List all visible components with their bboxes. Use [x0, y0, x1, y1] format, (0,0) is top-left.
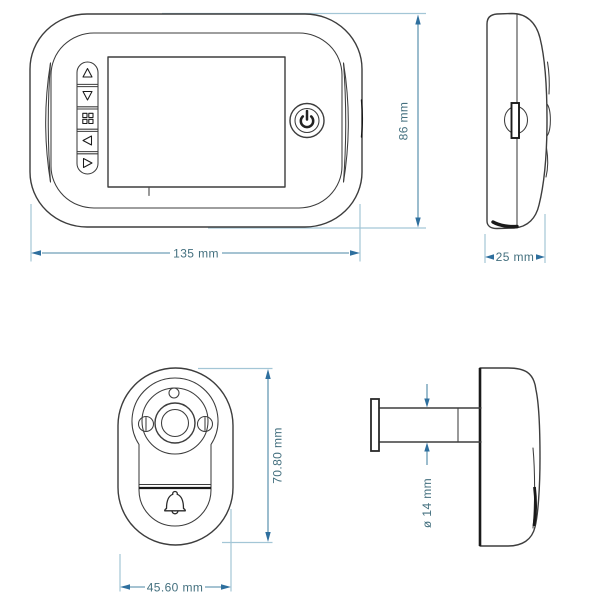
camera-faceplate	[131, 377, 219, 527]
arrow-right	[350, 250, 360, 256]
monitor-height-label: 86 mm	[397, 102, 411, 141]
arrow-up	[415, 14, 421, 25]
arrow-down	[424, 398, 430, 408]
side-ridge-bottom	[545, 147, 549, 178]
right-edge-highlight-inner	[342, 62, 347, 183]
bell-icon	[164, 490, 186, 515]
triangle-up-icon	[82, 67, 93, 78]
side-power-bump	[546, 103, 551, 137]
dimension-monitor-depth: 25 mm	[485, 250, 545, 264]
monitor-side-view	[486, 12, 551, 230]
monitor-depth-label: 25 mm	[496, 250, 535, 264]
arrow-right	[221, 584, 231, 590]
arrow-down	[265, 532, 271, 542]
button-separators	[76, 83, 99, 155]
arrow-left	[31, 250, 41, 256]
lens-outer	[154, 402, 196, 444]
camera-side-shade	[532, 486, 537, 527]
kickstand-bar	[510, 102, 520, 139]
barrel-diameter-label: ø 14 mm	[420, 478, 434, 528]
dimension-monitor-width: 135 mm	[31, 247, 360, 261]
arrow-left	[120, 584, 130, 590]
screw-slot-icon-left	[137, 415, 155, 433]
arrow-right	[536, 254, 545, 260]
right-edge-highlight	[342, 62, 349, 183]
camera-side-view	[370, 367, 541, 547]
arrow-up	[424, 442, 430, 452]
power-button	[289, 102, 325, 139]
triangle-left-icon	[82, 135, 93, 146]
dimension-camera-height: 70.80 mm	[265, 369, 285, 542]
arrow-left	[485, 254, 494, 260]
button-strip-outline	[76, 61, 99, 175]
arrow-down	[415, 217, 421, 228]
camera-side-body	[479, 367, 541, 547]
dimension-camera-width: 45.60 mm	[120, 581, 231, 595]
monitor-width-label: 135 mm	[173, 247, 219, 261]
dimension-barrel-diameter: ø 14 mm	[420, 384, 434, 528]
screen	[107, 56, 286, 188]
viewer-barrel	[370, 398, 482, 452]
triangle-right-icon	[82, 157, 93, 169]
left-edge-highlight	[45, 62, 52, 183]
light-sensor	[168, 387, 180, 399]
lens-inner	[160, 408, 190, 438]
barrel-tube	[378, 407, 482, 443]
power-icon	[299, 109, 315, 129]
side-ridge-top	[546, 61, 550, 95]
barrel-flange	[370, 398, 380, 452]
dimension-monitor-height: 86 mm	[397, 14, 421, 228]
camera-width-label: 45.60 mm	[147, 581, 204, 595]
triangle-down-icon	[82, 90, 93, 101]
menu-grid-icon	[82, 112, 94, 125]
arrow-up	[265, 369, 271, 379]
camera-front-view	[117, 367, 234, 546]
navigation-button-strip	[76, 61, 99, 175]
left-edge-highlight-inner	[47, 62, 52, 183]
screw-slot-icon-right	[196, 415, 214, 433]
side-foot-shade	[491, 220, 519, 229]
camera-height-label: 70.80 mm	[271, 427, 285, 484]
monitor-front-view	[29, 13, 364, 228]
right-edge-shade	[360, 99, 364, 138]
